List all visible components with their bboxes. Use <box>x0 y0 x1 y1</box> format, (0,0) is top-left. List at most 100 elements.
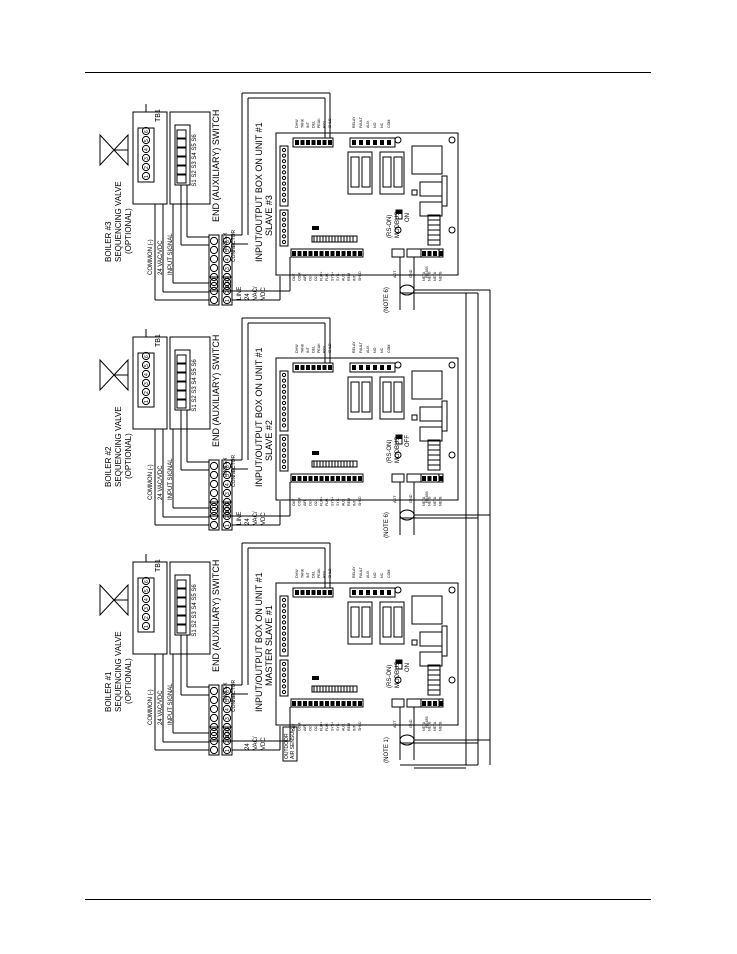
molex-pin-number: 3 <box>225 717 231 720</box>
top-terminal <box>300 590 305 595</box>
top-terminal-label: DHW <box>295 569 299 578</box>
valve-terminal <box>141 585 151 595</box>
modbus-switch-toggle <box>396 660 402 664</box>
bottom-terminal <box>325 701 329 706</box>
power-terminal-number: 1 <box>225 299 231 302</box>
relay-coil <box>393 381 403 413</box>
power-label-vac: VAC/ <box>253 286 259 300</box>
molex-label: MOLEX <box>223 457 229 475</box>
left-connector-pin <box>281 198 287 203</box>
top-terminal <box>300 140 305 145</box>
bottom-terminal-label: SYS+ <box>331 497 335 506</box>
valve-terminal <box>141 369 151 379</box>
io-box-title: INPUT/OUTPUT BOX ON UNIT #1 <box>254 572 264 712</box>
switch-terminal-label: S2 <box>192 395 198 403</box>
relay-terminal-label: AUX <box>366 120 370 128</box>
net-terminal <box>438 251 443 256</box>
chip <box>419 426 443 442</box>
power-terminal <box>222 727 232 737</box>
mount-screw <box>448 451 456 459</box>
switch-terminal-label: S6 <box>192 359 198 367</box>
molex-pin <box>222 686 232 696</box>
bottom-terminal-label: O2+ <box>309 724 313 731</box>
left-connector-pin <box>281 442 287 447</box>
connector-label: CONNECTOR <box>231 454 237 487</box>
valve-symbol <box>99 583 129 617</box>
relay-coil <box>382 156 392 188</box>
left-connector-pin <box>281 620 287 625</box>
mount-screw <box>448 586 456 594</box>
bottom-terminal-strip <box>290 698 364 708</box>
molex-pin <box>209 704 219 714</box>
switch-box <box>169 336 211 430</box>
rs485-terminal-label: GND <box>409 719 413 728</box>
bottom-terminal-label: SYS- <box>336 272 340 281</box>
rs485-terminal-label: GND <box>409 494 413 503</box>
relay-coil <box>382 381 392 413</box>
power-terminal-number: 3 <box>225 506 231 509</box>
net-terminal-label: NETA <box>433 721 437 731</box>
relay-terminal <box>380 590 384 595</box>
molex-pin-number: 5 <box>225 474 231 477</box>
bottom-terminal <box>330 251 335 256</box>
chip-side <box>441 400 448 432</box>
relay-terminal <box>387 590 391 595</box>
end-switch-label: END (AUXILIARY) SWITCH <box>211 335 221 447</box>
left-connector-pin <box>281 609 287 614</box>
bottom-terminal <box>292 476 296 481</box>
molex-pin <box>209 245 219 255</box>
top-terminal <box>317 365 321 370</box>
left-connector-pin <box>281 597 287 603</box>
power-terminal-number: 1 <box>225 524 231 527</box>
molex-label: MOLEX <box>223 232 229 250</box>
left-connector-pin <box>281 625 287 631</box>
net-terminal-strip <box>420 473 444 483</box>
top-terminal-label: DEL <box>312 121 316 128</box>
bottom-terminal-label: FLW+ <box>320 497 324 506</box>
left-connector-pin <box>281 147 287 153</box>
relay <box>379 151 405 195</box>
valve-terminal <box>141 126 151 136</box>
bottom-terminal-label: O2- <box>314 499 318 506</box>
common-label: COMMON (-) <box>148 464 154 500</box>
power-terminal-number: 2 <box>225 515 231 518</box>
left-connector-pin <box>281 181 287 186</box>
modbus-state: OFF <box>405 435 411 447</box>
power-label-line: LINE <box>237 287 243 300</box>
relay-terminal-label: COM <box>387 570 391 578</box>
net-terminal <box>422 476 426 481</box>
power-terminal <box>222 277 232 287</box>
mount-screw <box>394 451 402 459</box>
valve-terminal-number: 3 <box>144 607 150 610</box>
left-connector-2 <box>279 434 289 472</box>
bottom-terminal-label: FLW- <box>325 497 329 506</box>
top-terminal <box>306 140 310 145</box>
adt-terminal-strip <box>391 698 405 708</box>
molex-label: MOLEX <box>223 682 229 700</box>
valve-title-line-2: SEQUENCING VALVE <box>114 406 123 487</box>
valve-terminal <box>141 576 151 586</box>
relay-terminal-strip <box>349 362 396 373</box>
net-terminal-strip <box>420 248 444 258</box>
outdoor-sensor-label-1: OUTDOOR <box>284 733 290 759</box>
switch-terminal-label: S1 <box>192 629 198 637</box>
left-connector-pin <box>281 153 287 158</box>
input-signal-label: INPUT SIGNAL <box>168 683 174 725</box>
bottom-terminal-label: INT <box>353 724 357 731</box>
chip <box>419 406 443 422</box>
molex-pin <box>222 695 232 705</box>
left-connector-pin <box>281 211 287 217</box>
power-terminal-number: 1 <box>225 749 231 752</box>
bottom-terminal-label: O2+ <box>309 499 313 506</box>
left-connector-pin <box>281 631 287 636</box>
power-terminal <box>209 502 219 512</box>
note-label: (NOTE 6) <box>384 512 390 538</box>
valve-terminal <box>141 162 151 172</box>
power-terminal-number: 3 <box>225 731 231 734</box>
power-terminal <box>209 745 219 755</box>
relay-terminal-label: AUX <box>366 570 370 578</box>
relay-terminal-label: NO <box>373 572 377 578</box>
switch-terminal-label: S3 <box>192 386 198 394</box>
relay-coil <box>350 156 360 188</box>
molex-pin <box>209 713 219 723</box>
